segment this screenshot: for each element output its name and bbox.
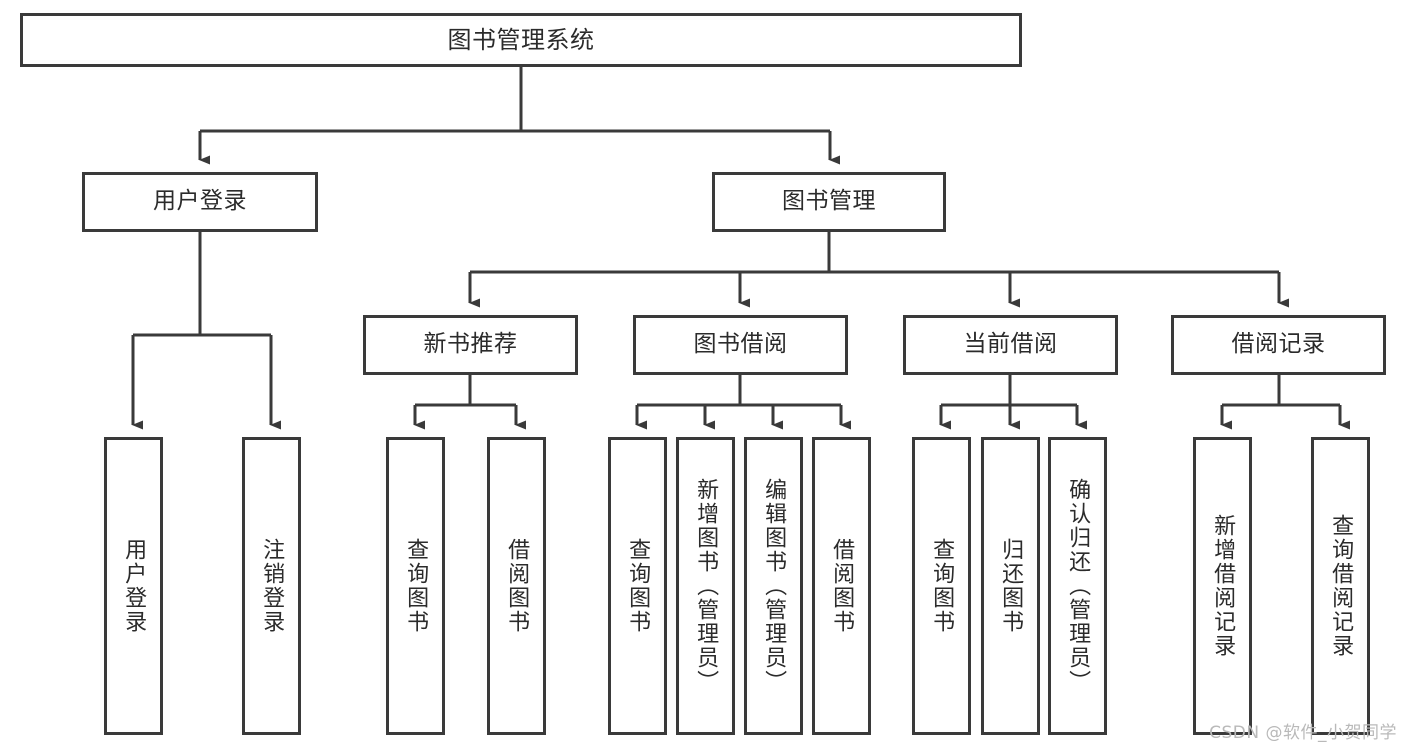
node-label: 借阅图书 — [504, 538, 530, 634]
node-label: 当前借阅 — [963, 331, 1058, 358]
node-label: 图书管理系统 — [447, 25, 595, 54]
node-label: 借阅记录 — [1231, 331, 1326, 358]
leaf-confirm-return-admin[interactable]: 确认归还（管理员） — [1048, 437, 1107, 735]
leaf-borrow-book-recommend[interactable]: 借阅图书 — [487, 437, 546, 735]
node-label: 查询图书 — [625, 538, 651, 634]
leaf-query-borrow-record[interactable]: 查询借阅记录 — [1311, 437, 1370, 735]
node-root-system[interactable]: 图书管理系统 — [20, 13, 1022, 67]
node-label: 查询借阅记录 — [1328, 514, 1354, 658]
leaf-user-login[interactable]: 用户登录 — [104, 437, 163, 735]
node-label: 归还图书 — [998, 538, 1024, 634]
leaf-query-book-borrow[interactable]: 查询图书 — [608, 437, 667, 735]
node-label: 查询图书 — [403, 538, 429, 634]
node-label: 编辑图书（管理员） — [761, 478, 787, 694]
leaf-return-book[interactable]: 归还图书 — [981, 437, 1040, 735]
node-label: 注销登录 — [259, 538, 285, 634]
node-label: 借阅图书 — [829, 538, 855, 634]
leaf-add-book-admin[interactable]: 新增图书（管理员） — [676, 437, 735, 735]
leaf-borrow-book[interactable]: 借阅图书 — [812, 437, 871, 735]
node-label: 用户登录 — [153, 188, 247, 215]
leaf-add-borrow-record[interactable]: 新增借阅记录 — [1193, 437, 1252, 735]
node-book-management[interactable]: 图书管理 — [712, 172, 946, 232]
leaf-edit-book-admin[interactable]: 编辑图书（管理员） — [744, 437, 803, 735]
leaf-logout[interactable]: 注销登录 — [242, 437, 301, 735]
node-label: 新增图书（管理员） — [693, 478, 719, 694]
node-current-borrow[interactable]: 当前借阅 — [903, 315, 1118, 375]
node-label: 用户登录 — [121, 538, 147, 634]
node-label: 确认归还（管理员） — [1065, 478, 1091, 694]
csdn-watermark: CSDN @软件_小贺同学 — [1209, 723, 1397, 743]
node-borrow-records[interactable]: 借阅记录 — [1171, 315, 1386, 375]
leaf-query-book-recommend[interactable]: 查询图书 — [386, 437, 445, 735]
leaf-query-book-current[interactable]: 查询图书 — [912, 437, 971, 735]
node-label: 新增借阅记录 — [1210, 514, 1236, 658]
node-label: 新书推荐 — [423, 331, 518, 358]
node-new-book-recommend[interactable]: 新书推荐 — [363, 315, 578, 375]
node-label: 图书借阅 — [693, 331, 788, 358]
node-user-login[interactable]: 用户登录 — [82, 172, 318, 232]
node-label: 图书管理 — [782, 188, 876, 215]
node-book-borrow[interactable]: 图书借阅 — [633, 315, 848, 375]
node-label: 查询图书 — [929, 538, 955, 634]
